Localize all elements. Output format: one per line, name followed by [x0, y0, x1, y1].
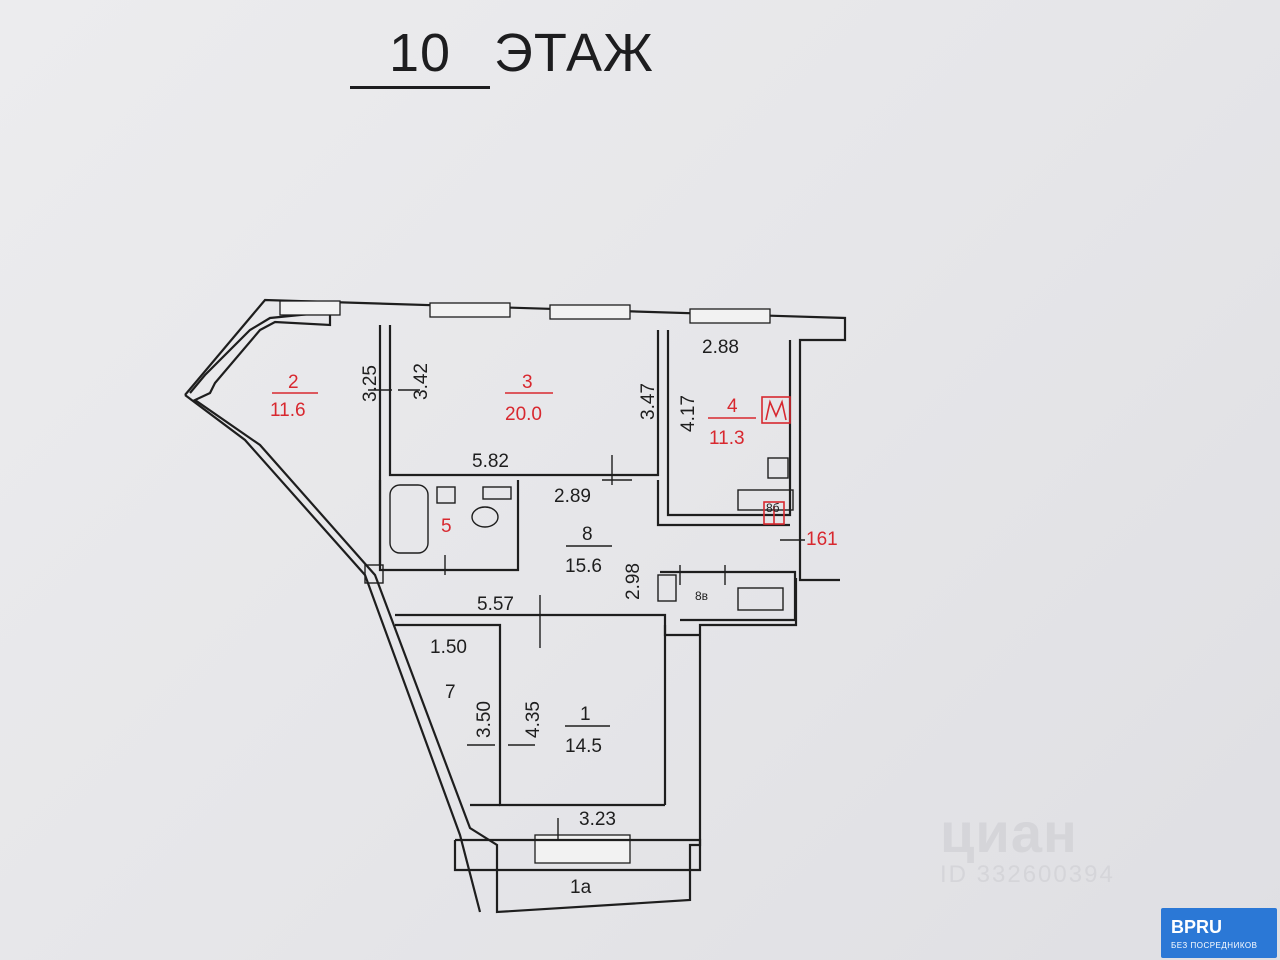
cian-watermark: циан ID 332600394	[940, 800, 1115, 889]
fixtures	[364, 457, 794, 611]
watermark-brand: циан	[940, 801, 1078, 864]
room-4-area: 11.3	[709, 428, 745, 449]
room-1-walls	[395, 623, 665, 807]
toilet	[471, 506, 499, 528]
room-3-walls	[388, 325, 660, 477]
dim-4-17: 4.17	[678, 395, 699, 432]
room-4-number: 4	[727, 396, 738, 417]
bpru-badge[interactable]: BPRU БЕЗ ПОСРЕДНИКОВ	[1161, 908, 1277, 958]
bpru-tagline: БЕЗ ПОСРЕДНИКОВ	[1171, 941, 1258, 950]
room-5-number: 5	[441, 516, 452, 537]
dim-2-88: 2.88	[702, 337, 739, 358]
corridor-wall	[656, 480, 790, 527]
dim-161: 161	[806, 529, 838, 550]
window-1	[279, 300, 341, 316]
dim-2-98: 2.98	[623, 563, 644, 600]
dim-5-57: 5.57	[477, 594, 514, 615]
room-7-number: 7	[445, 682, 456, 703]
shaft	[657, 574, 677, 602]
room-2-5-wall	[378, 325, 520, 572]
floor-word: ЭТАЖ	[494, 23, 654, 83]
dim-3-42: 3.42	[411, 363, 432, 400]
dim-3-50: 3.50	[474, 701, 495, 738]
room-1-area: 14.5	[565, 736, 602, 757]
dim-5-82: 5.82	[472, 451, 509, 472]
dim-1-50: 1.50	[430, 637, 467, 658]
room-8-area: 15.6	[565, 556, 602, 577]
dim-3-25: 3.25	[360, 365, 381, 402]
kitchen-counter	[737, 489, 794, 511]
room-2-area: 11.6	[270, 400, 306, 421]
room-8v-number: 8в	[695, 589, 708, 603]
room-labels: 2 11.6 3 20.0 4 11.3 5 8 15.6 7 1 14.5 1…	[270, 372, 780, 898]
watermark-id: ID 332600394	[940, 861, 1115, 888]
column	[364, 564, 384, 584]
floor-number: 10	[350, 22, 490, 89]
outer-wall-top	[184, 298, 847, 582]
stove-symbol	[761, 396, 791, 424]
balcony-slab	[453, 838, 702, 872]
dimension-labels: 3.25 3.42 3.47 5.82 2.88 4.17 2.89 2.98 …	[360, 337, 838, 830]
sink	[436, 486, 456, 504]
utility-symbol	[763, 501, 785, 525]
dim-3-23: 3.23	[579, 809, 616, 830]
window-2	[429, 302, 511, 318]
bpru-logo: BPRU	[1171, 917, 1223, 937]
outer-walls	[184, 298, 847, 914]
room-1-number: 1	[580, 704, 591, 725]
closet-walls	[660, 570, 797, 622]
room-4-walls	[666, 330, 792, 517]
room-2-number: 2	[288, 372, 299, 393]
room-3-number: 3	[522, 372, 533, 393]
window-4	[689, 308, 771, 324]
room-3-area: 20.0	[505, 404, 542, 425]
interior-walls	[378, 325, 797, 872]
closet-shelf	[737, 587, 784, 611]
bathtub	[389, 484, 429, 554]
dim-3-47: 3.47	[638, 383, 659, 420]
room-1a-number: 1а	[570, 877, 592, 898]
dimension-ticks	[368, 389, 805, 840]
windows	[279, 300, 771, 864]
room-8b-number: 8б	[766, 501, 780, 515]
cistern	[482, 486, 512, 500]
room-8-number: 8	[582, 524, 593, 545]
kitchen-fixture	[767, 457, 789, 479]
dim-4-35: 4.35	[523, 701, 544, 738]
dim-2-89: 2.89	[554, 486, 591, 507]
window-3	[549, 304, 631, 320]
